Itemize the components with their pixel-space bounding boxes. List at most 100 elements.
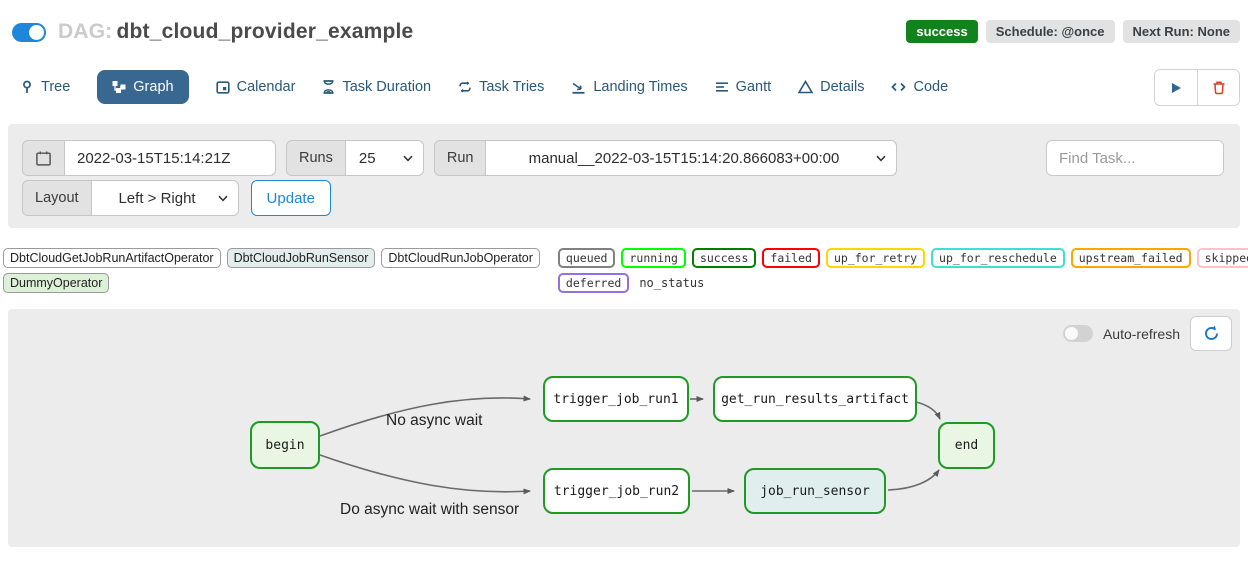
layout-label: Layout <box>22 180 92 216</box>
edge-job_run_sensor-end <box>887 469 940 491</box>
hourglass-icon <box>323 80 334 94</box>
dag-graph-panel: No async wait Do async wait with sensor … <box>8 309 1240 547</box>
tab-gantt[interactable]: Gantt <box>715 79 771 95</box>
operator-legend: DbtCloudGetJobRunArtifactOperator DbtClo… <box>3 248 540 293</box>
play-icon <box>1172 82 1181 93</box>
tab-task-duration[interactable]: Task Duration <box>322 79 431 95</box>
status-badge-up-for-retry: up_for_retry <box>825 248 926 268</box>
dag-node-trigger_job_run2[interactable]: trigger_job_run2 <box>543 468 690 514</box>
dag-action-buttons <box>1154 69 1240 106</box>
status-badge-success: success <box>691 248 757 268</box>
operator-badge: DummyOperator <box>3 273 110 293</box>
tab-label: Graph <box>133 79 174 95</box>
tab-label: Landing Times <box>593 79 688 95</box>
operator-badge: DbtCloudRunJobOperator <box>381 248 540 268</box>
status-badge-queued: queued <box>557 248 616 268</box>
run-value: manual__2022-03-15T15:14:20.866083+00:00 <box>528 149 840 167</box>
runs-label: Runs <box>286 140 346 176</box>
auto-refresh-toggle[interactable] <box>1062 325 1093 342</box>
gantt-icon <box>715 82 728 92</box>
layout-value: Left > Right <box>118 189 196 207</box>
layout-select[interactable]: Left > Right <box>90 180 239 216</box>
run-group: Run manual__2022-03-15T15:14:20.866083+0… <box>433 140 898 176</box>
auto-refresh-label: Auto-refresh <box>1102 325 1180 342</box>
page-title: DAG:dbt_cloud_provider_example <box>58 20 413 44</box>
schedule-badge: Schedule: @once <box>985 20 1115 43</box>
dag-edges <box>319 395 941 495</box>
code-icon <box>891 82 907 92</box>
layout-group: Layout Left > Right <box>22 180 239 216</box>
filter-panel: Runs 25 Run manual__2022-03-15T15:14:20.… <box>8 124 1240 228</box>
operator-badge: DbtCloudJobRunSensor <box>226 248 376 268</box>
base-date-input[interactable] <box>64 140 276 176</box>
status-badge-deferred: deferred <box>557 273 630 293</box>
tab-label: Task Tries <box>479 79 545 95</box>
trash-icon <box>1213 81 1224 94</box>
tree-icon <box>23 80 31 93</box>
tab-tree[interactable]: Tree <box>20 79 70 95</box>
edge-label-do-async-wait: Do async wait with sensor <box>340 501 520 518</box>
view-tabs: Tree Graph Calendar Task Duration Task T… <box>0 68 1248 106</box>
legend: DbtCloudGetJobRunArtifactOperator DbtClo… <box>3 248 1248 293</box>
calendar-addon <box>22 140 65 176</box>
graph-controls: Auto-refresh <box>1062 316 1232 351</box>
tab-landing-times[interactable]: Landing Times <box>571 79 688 95</box>
toggle-knob <box>1064 327 1078 340</box>
toggle-knob <box>29 24 44 40</box>
status-badge-failed: failed <box>762 248 820 268</box>
status-badge-running: running <box>621 248 686 268</box>
runs-value: 25 <box>358 149 376 167</box>
status-badge[interactable]: success <box>906 20 978 43</box>
chevron-down-icon <box>403 155 413 162</box>
trigger-dag-button[interactable] <box>1155 70 1197 105</box>
details-icon <box>798 80 814 94</box>
tab-details[interactable]: Details <box>798 79 864 95</box>
edge-begin-trigger_job_run2 <box>319 454 531 495</box>
run-select[interactable]: manual__2022-03-15T15:14:20.866083+00:00 <box>485 140 898 176</box>
status-badge-upstream-failed: upstream_failed <box>1070 248 1191 268</box>
dag-node-begin[interactable]: begin <box>250 421 320 469</box>
tab-label: Calendar <box>236 79 296 95</box>
tab-label: Gantt <box>735 79 772 95</box>
landing-times-icon <box>572 82 585 94</box>
status-badge-up-for-reschedule: up_for_reschedule <box>931 248 1065 268</box>
update-button[interactable]: Update <box>250 180 331 216</box>
dag-node-end[interactable]: end <box>938 422 995 469</box>
tab-label: Details <box>820 79 865 95</box>
base-date-group <box>22 140 276 176</box>
refresh-icon <box>1204 325 1218 340</box>
runs-select[interactable]: 25 <box>344 140 424 176</box>
edge-get_run_results_artifact-end <box>915 401 941 420</box>
status-legend: queued running success failed up_for_ret… <box>557 248 1248 293</box>
tab-graph[interactable]: Graph <box>97 70 189 104</box>
tab-calendar[interactable]: Calendar <box>215 79 296 95</box>
chevron-down-icon <box>218 195 228 202</box>
edge-begin-trigger_job_run1 <box>319 395 531 437</box>
dag-node-job_run_sensor[interactable]: job_run_sensor <box>744 468 886 514</box>
status-badge-no-status: no_status <box>639 276 705 290</box>
edge-label-no-async-wait: No async wait <box>386 412 483 429</box>
run-label: Run <box>433 140 487 176</box>
chevron-down-icon <box>876 155 887 162</box>
repeat-icon <box>459 81 471 93</box>
refresh-button[interactable] <box>1190 316 1232 351</box>
dag-pause-toggle[interactable] <box>12 22 46 42</box>
tab-code[interactable]: Code <box>891 79 948 95</box>
delete-dag-button[interactable] <box>1197 70 1239 105</box>
tab-label: Tree <box>41 79 71 95</box>
dag-node-get_run_results_artifact[interactable]: get_run_results_artifact <box>713 376 917 422</box>
page-header: DAG:dbt_cloud_provider_example success S… <box>0 0 1248 62</box>
dag-label: DAG: <box>58 20 113 43</box>
operator-badge: DbtCloudGetJobRunArtifactOperator <box>3 248 221 268</box>
runs-group: Runs 25 <box>286 140 424 176</box>
dag-node-trigger_job_run1[interactable]: trigger_job_run1 <box>543 376 689 422</box>
tab-label: Code <box>913 79 949 95</box>
graph-icon <box>112 81 126 93</box>
calendar-icon <box>36 150 51 166</box>
tab-task-tries[interactable]: Task Tries <box>458 79 544 95</box>
find-task-input[interactable] <box>1046 140 1224 176</box>
next-run-badge: Next Run: None <box>1122 20 1240 43</box>
dag-name: dbt_cloud_provider_example <box>116 20 414 43</box>
tab-label: Task Duration <box>342 79 432 95</box>
